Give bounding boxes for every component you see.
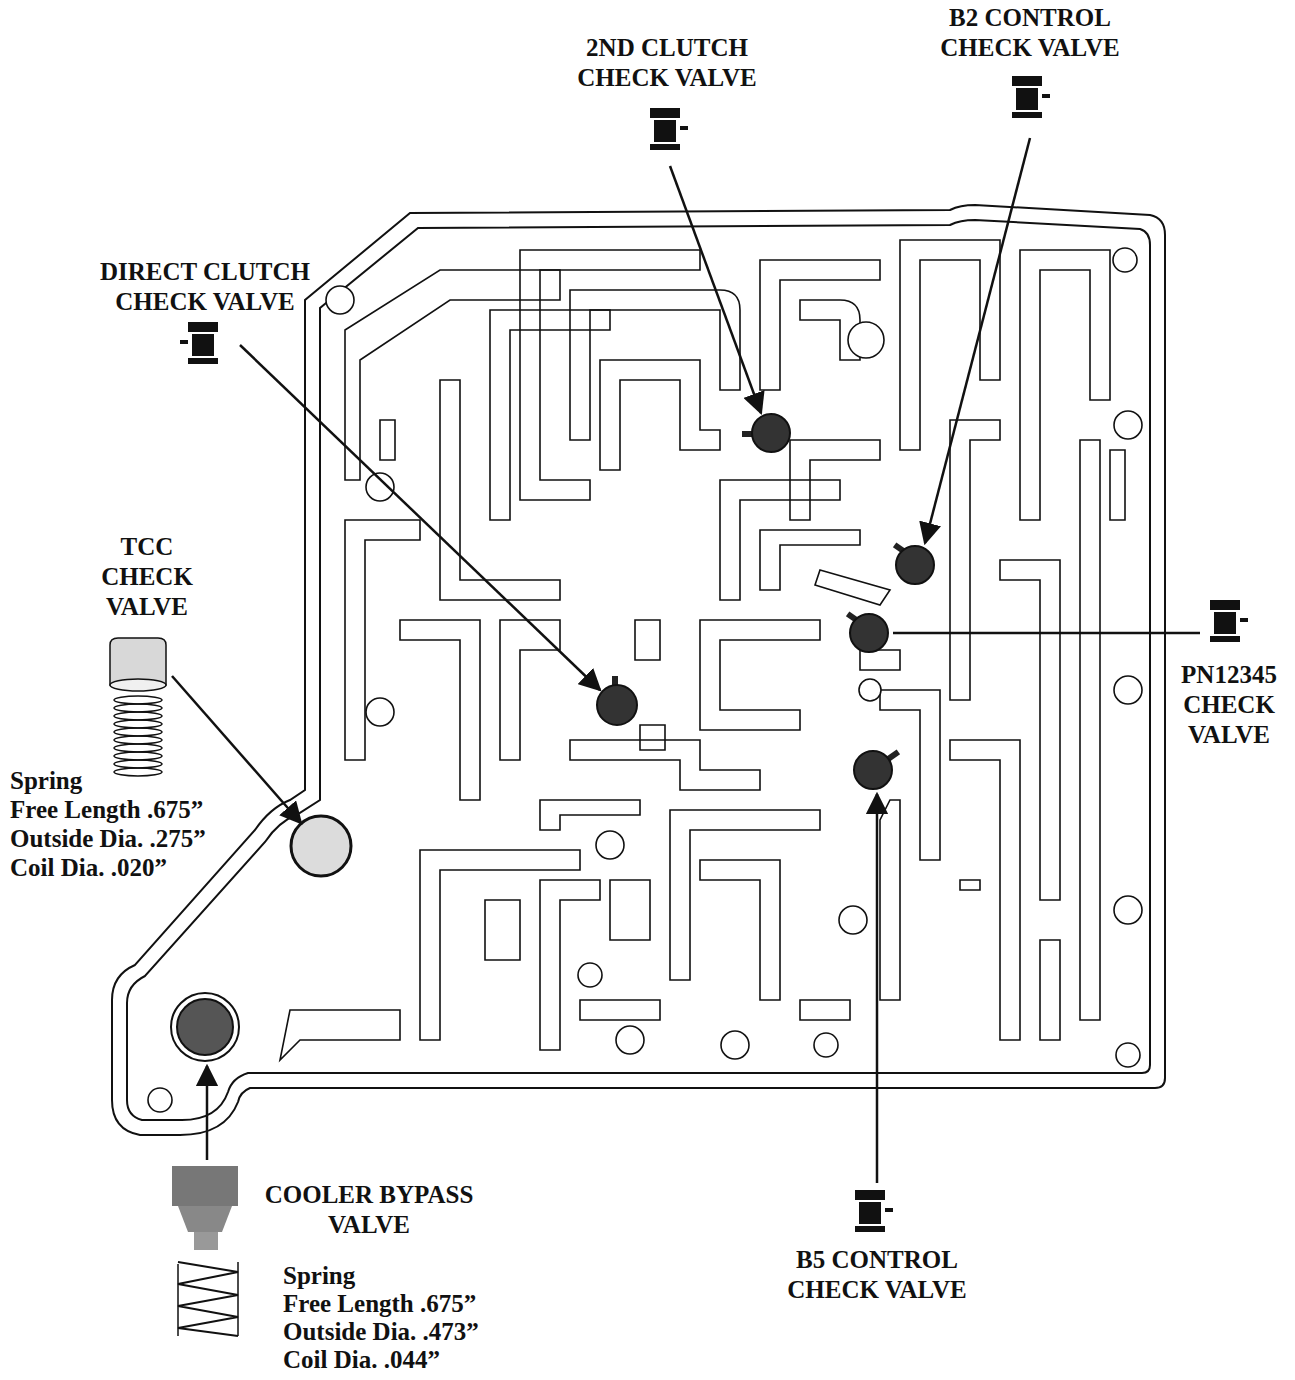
valve-heading: B2 CONTROL CHECK VALVE — [925, 3, 1135, 63]
spring-spec: Free Length .675” — [283, 1290, 476, 1318]
spring-spec: Free Length .675” — [10, 795, 203, 824]
leader-lines — [172, 138, 1200, 1183]
valve-heading: 2ND CLUTCH CHECK VALVE — [562, 33, 772, 93]
tcc-valve-parts — [110, 638, 166, 776]
check-balls — [171, 414, 934, 1061]
plate-outline — [112, 205, 1165, 1135]
spring-spec: Outside Dia. .473” — [283, 1318, 479, 1346]
fluid-channels — [280, 240, 1125, 1060]
bolt-holes — [148, 248, 1142, 1112]
spring-spec: Coil Dia. .044” — [283, 1346, 440, 1374]
cooler-bypass-parts — [172, 1166, 238, 1336]
valve-heading: B5 CONTROL CHECK VALVE — [772, 1245, 982, 1305]
spring-spec: Outside Dia. .275” — [10, 824, 206, 853]
spring-spec: Spring — [10, 766, 82, 795]
spring-spec: Coil Dia. .020” — [10, 853, 167, 882]
valve-heading: DIRECT CLUTCH CHECK VALVE — [85, 257, 325, 317]
valve-heading: TCC CHECK VALVE — [92, 532, 202, 622]
valve-heading: PN12345 CHECK VALVE — [1170, 660, 1288, 750]
check-valve-icons — [180, 76, 1248, 1232]
valve-heading: COOLER BYPASS VALVE — [249, 1180, 489, 1240]
spring-spec: Spring — [283, 1262, 355, 1290]
